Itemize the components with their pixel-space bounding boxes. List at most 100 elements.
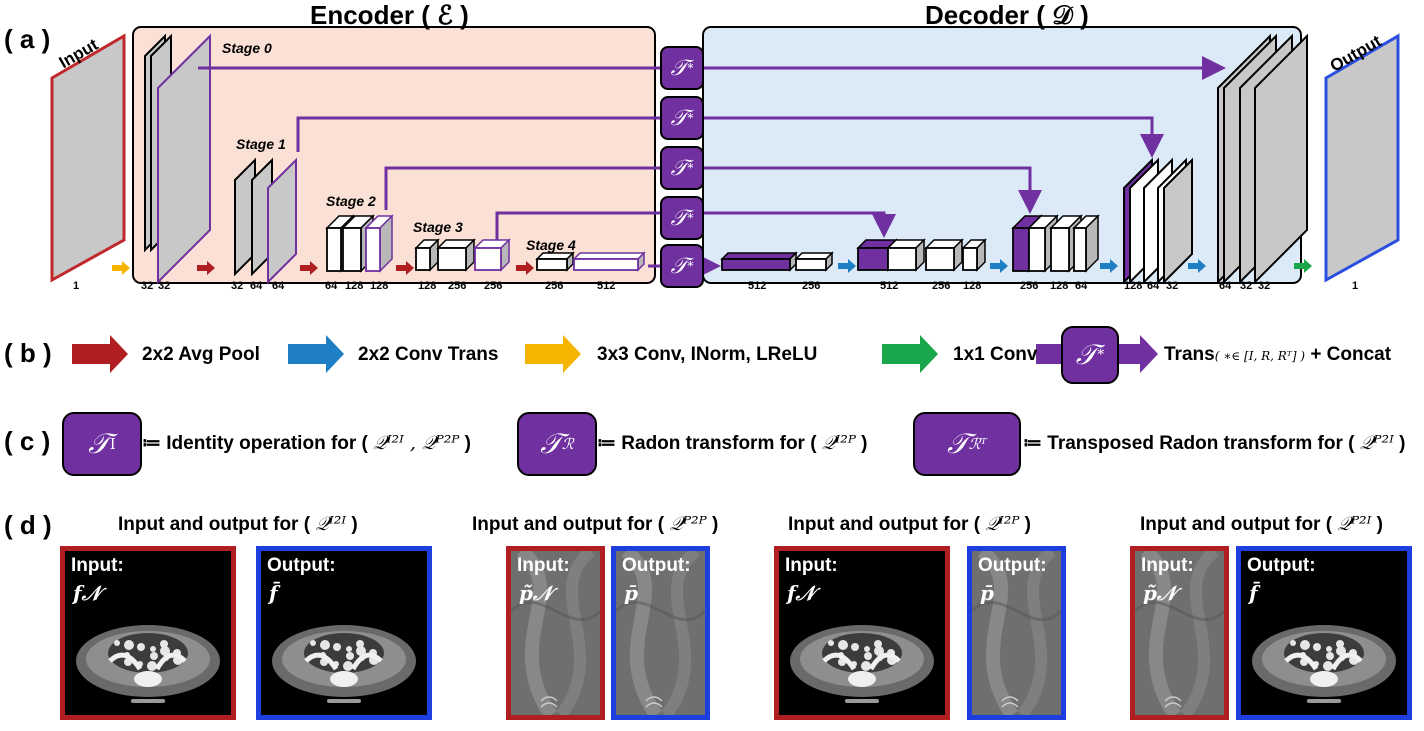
example-p2p-output-image: Output:p̄ — [611, 546, 710, 720]
enc-s0-map-3 — [157, 33, 211, 285]
example-i2p-input-image: Input:f𝒩 — [774, 546, 950, 720]
arrow-up-1 — [1188, 259, 1206, 273]
ch-d0-2: 32 — [1258, 280, 1271, 292]
ch-s1-2: 64 — [272, 280, 285, 292]
panel-label-d: ( d ) — [4, 510, 52, 540]
enc-s4-map-2 — [572, 251, 646, 272]
conv1-arrow — [882, 335, 938, 373]
stage-label-3: Stage 3 — [413, 219, 463, 235]
legend-transform-box: 𝒯* — [1061, 326, 1119, 384]
ch-d1-0: 128 — [1124, 280, 1143, 292]
ch-d3-1: 256 — [932, 280, 951, 292]
ch-d0-0: 64 — [1219, 280, 1232, 292]
ch-input: 1 — [73, 280, 80, 292]
example-i2i-output-image: Output:f̄ — [256, 546, 432, 720]
arrow-pool-1 — [300, 261, 318, 275]
skip-stage-1 — [296, 116, 1164, 158]
example-p2i-output-image: Output:f̄ — [1236, 546, 1412, 720]
example-i2i-input-image: Input:f𝒩 — [60, 546, 236, 720]
dec-s4-map-1 — [720, 251, 798, 272]
ch-s3-1: 256 — [448, 280, 467, 292]
dec-s2-map-4 — [1072, 214, 1100, 273]
decoder-region — [702, 26, 1302, 284]
transform-box-stage-4: 𝒯* — [660, 244, 704, 288]
ch-s2-2: 128 — [370, 280, 389, 292]
def-text-radon: ≔ Radon transform for ( 𝒬ᴵ²ᴾ ) — [597, 432, 868, 454]
arrow-up-2 — [1100, 259, 1118, 273]
enc-s3-map-3 — [473, 238, 511, 272]
transform-box-stage-0: 𝒯* — [660, 46, 704, 90]
ch-d1-1: 64 — [1147, 280, 1160, 292]
transform-box-stage-2: 𝒯* — [660, 146, 704, 190]
arrow-input-conv — [112, 261, 130, 275]
example-caption-i2p: Input and output for ( 𝒬ᴵ²ᴾ ) — [788, 513, 1031, 535]
enc-s3-map-2 — [436, 238, 476, 272]
legend-avg-pool: 2x2 Avg Pool — [142, 344, 260, 365]
example-caption-p2p: Input and output for ( 𝒬ᴾ²ᴾ ) — [472, 513, 719, 535]
conv-trans-arrow — [288, 335, 344, 373]
stage-label-1: Stage 1 — [236, 136, 286, 152]
example-caption-p2i: Input and output for ( 𝒬ᴾ²ᴵ ) — [1140, 513, 1383, 535]
dec-s3-map-2 — [886, 238, 926, 272]
encoder-title: Encoder ( ℰ ) — [310, 0, 469, 30]
ch-d1-2: 32 — [1166, 280, 1179, 292]
example-p2p-input-image: Input:p̃𝒩 — [506, 546, 605, 720]
ch-d0-1: 32 — [1240, 280, 1253, 292]
transform-box-stage-1: 𝒯* — [660, 96, 704, 140]
ch-s3-0: 128 — [418, 280, 437, 292]
encoder-region — [132, 26, 656, 284]
legend-conv1: 1x1 Conv — [953, 344, 1038, 365]
def-text-identity: ≔ Identity operation for ( 𝒬ᴵ²ᴵ , 𝒬ᴾ²ᴾ ) — [142, 432, 471, 454]
panel-label-a: ( a ) — [4, 24, 51, 54]
output-slab — [1324, 33, 1400, 283]
ch-s1-0: 32 — [231, 280, 244, 292]
stage-label-4: Stage 4 — [526, 237, 576, 253]
arrow-pool-0 — [197, 261, 215, 275]
example-i2p-output-image: Output:p̄ — [967, 546, 1066, 720]
panel-label-c: ( c ) — [4, 426, 51, 456]
stage-label-0: Stage 0 — [222, 40, 272, 56]
ch-s1-1: 64 — [250, 280, 263, 292]
dec-s1-map-5 — [1163, 157, 1193, 285]
transform-box-stage-3: 𝒯* — [660, 196, 704, 240]
arrow-out-conv — [1294, 259, 1312, 273]
arrow-up-3 — [990, 259, 1008, 273]
enc-s4-map-1 — [535, 251, 575, 272]
conv3-arrow — [525, 335, 581, 373]
unet-architecture-diagram — [50, 26, 1400, 285]
decoder-title: Decoder ( 𝒟 ) — [925, 0, 1089, 30]
ch-d3-0: 512 — [880, 280, 899, 292]
example-caption-i2i: Input and output for ( 𝒬ᴵ²ᴵ ) — [118, 513, 358, 535]
legend-conv-trans: 2x2 Conv Trans — [358, 344, 499, 365]
enc-s2-map-3 — [364, 214, 394, 273]
avg-pool-arrow — [72, 335, 128, 373]
legend-trans: Trans( ∗∈ [I, R, Rᵀ] ) + Concat — [1164, 344, 1392, 365]
ch-d4-1: 256 — [802, 280, 821, 292]
ch-d3-2: 128 — [963, 280, 982, 292]
feature-map-layers — [144, 33, 1308, 285]
stage-label-2: Stage 2 — [326, 193, 376, 209]
ch-output: 1 — [1352, 280, 1359, 292]
ch-s0-1: 32 — [158, 280, 171, 292]
stage-arrows — [112, 259, 1312, 275]
dec-s4-map-2 — [794, 251, 834, 272]
arrow-up-4 — [838, 259, 856, 273]
ch-s2-0: 64 — [325, 280, 338, 292]
ch-s4-0: 256 — [545, 280, 564, 292]
ch-d4-0: 512 — [748, 280, 767, 292]
enc-s3-map-1 — [414, 238, 440, 272]
dec-s3-map-3 — [924, 238, 964, 272]
arrow-pool-2 — [396, 261, 414, 275]
ch-d2-1: 128 — [1050, 280, 1069, 292]
ch-s4-1: 512 — [597, 280, 616, 292]
ch-d2-0: 256 — [1020, 280, 1039, 292]
panel-label-b: ( b ) — [4, 338, 52, 368]
ch-s0-0: 32 — [141, 280, 154, 292]
input-slab — [50, 33, 126, 283]
dec-s3-map-4 — [961, 238, 987, 272]
def-text-transposed-radon: ≔ Transposed Radon transform for ( 𝒬ᴾ²ᴵ … — [1023, 432, 1406, 454]
